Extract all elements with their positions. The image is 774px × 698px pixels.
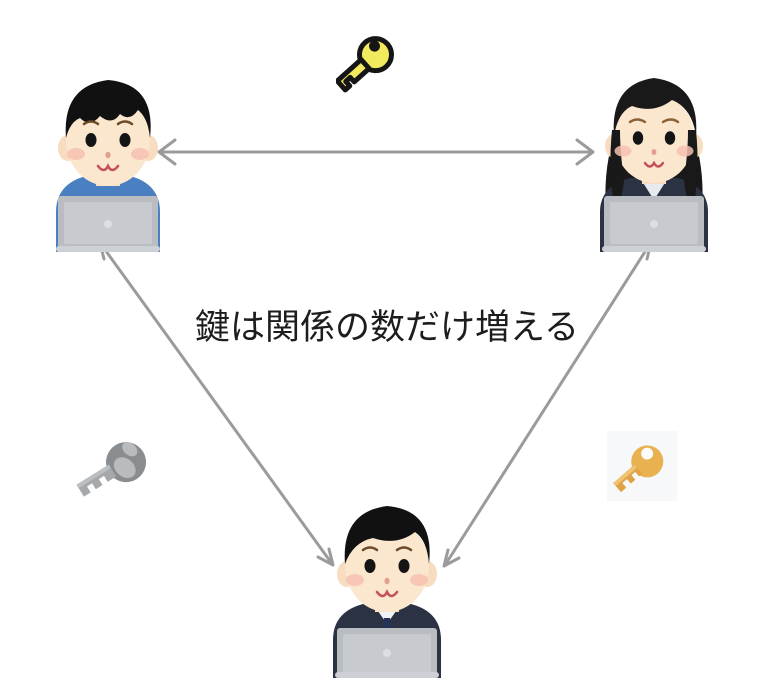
person-top-left[interactable] bbox=[38, 52, 178, 252]
key-grey-icon bbox=[68, 425, 162, 513]
diagram-caption: 鍵は関係の数だけ増える bbox=[195, 308, 579, 348]
person-bottom[interactable] bbox=[317, 478, 457, 678]
key-yellow-icon bbox=[336, 16, 412, 96]
key-orange-icon bbox=[607, 431, 677, 501]
arrow-top-left-to-top-right bbox=[157, 138, 595, 166]
person-top-right[interactable] bbox=[584, 52, 724, 252]
arrow-top-right-to-bottom bbox=[442, 241, 653, 568]
arrow-top-left-to-bottom bbox=[98, 241, 335, 567]
